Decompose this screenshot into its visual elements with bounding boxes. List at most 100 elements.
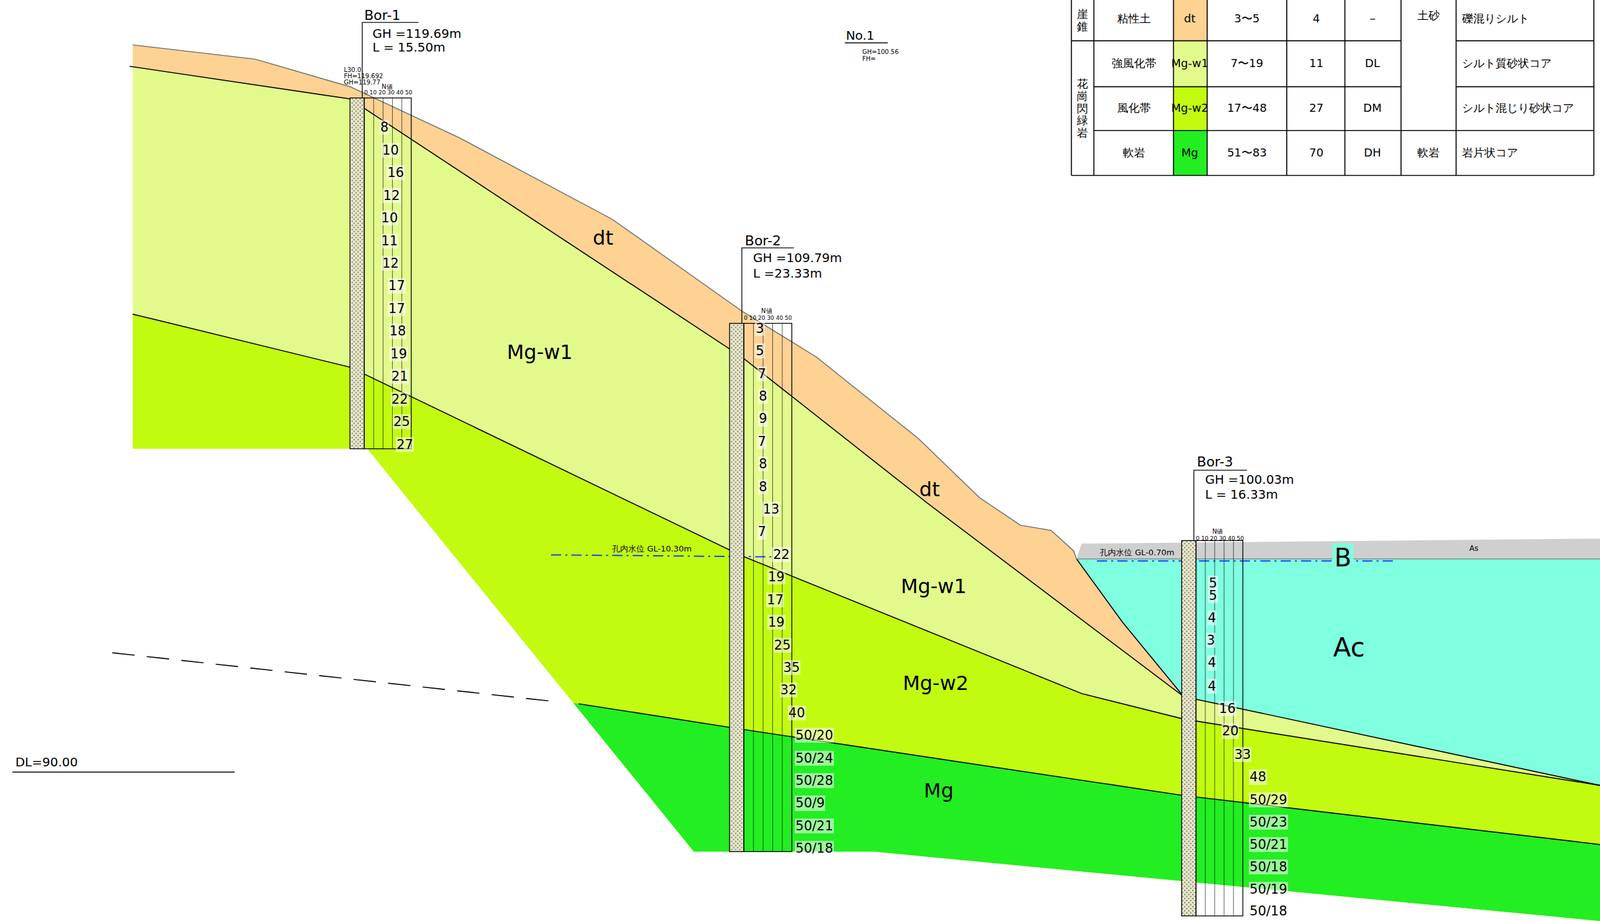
borehole-info: L = 15.50m — [372, 39, 445, 55]
n-value: 8 — [758, 479, 768, 495]
table-lines — [1071, 0, 1594, 176]
table-cell: 岩片状コア — [1462, 146, 1518, 160]
n-value: 21 — [390, 369, 409, 384]
n-value: 8 — [758, 456, 768, 472]
borehole-info: GH =119.69m — [372, 26, 462, 42]
layer-label: B — [1332, 543, 1353, 573]
table-line — [1093, 86, 1401, 88]
n-value: 7 — [757, 434, 767, 450]
n-value: 32 — [779, 682, 798, 698]
boundaries — [12, 42, 1600, 846]
n-value: 25 — [392, 414, 411, 430]
table-cell: Mg-w1 — [1171, 56, 1209, 70]
axis-title: N値 — [381, 83, 393, 91]
n-value: 19 — [389, 346, 408, 362]
table-cell: 7〜19 — [1230, 56, 1264, 70]
layer-label: Mg-w2 — [902, 672, 969, 696]
table-cell: 強風化帯 — [1111, 56, 1157, 70]
table-swatch — [1173, 130, 1208, 176]
axis-title: N値 — [761, 307, 772, 316]
layer-label: As — [1469, 544, 1479, 554]
borehole-name: Bor-3 — [1196, 454, 1233, 470]
n-value: 50/24 — [794, 750, 834, 766]
table-cell: Mg — [1181, 146, 1198, 160]
borehole-info: GH =100.03m — [1204, 472, 1294, 487]
table-cell: 70 — [1309, 146, 1324, 160]
table-line — [1206, 0, 1208, 176]
n-value: 22 — [772, 547, 791, 563]
n-value: 19 — [767, 569, 786, 585]
ground-surface — [132, 44, 1077, 560]
table-cell: シルト質砂状コア — [1462, 56, 1552, 70]
table-cell: 風化帯 — [1117, 101, 1151, 115]
datum-line — [12, 771, 235, 773]
n-value: 10 — [381, 142, 400, 158]
borehole-log — [1181, 540, 1197, 916]
n-value: 50/18 — [794, 841, 834, 857]
axis-scale: 0 10 20 30 40 50 — [1196, 535, 1244, 542]
n-value: 16 — [386, 165, 405, 181]
n-value: 8 — [379, 119, 389, 135]
layer-label: Mg-w1 — [900, 575, 967, 599]
boundary-line — [1076, 559, 1600, 787]
n-value: 27 — [395, 437, 414, 453]
n-value: 16 — [1218, 701, 1237, 717]
tiny-note: GH=100.56 — [862, 48, 900, 56]
table-cell: DH — [1363, 146, 1381, 160]
n-value: 50/21 — [1248, 837, 1289, 853]
n-value: 8 — [758, 388, 768, 404]
table-cell: Mg-w2 — [1171, 101, 1209, 115]
axis-title: N値 — [1212, 528, 1223, 536]
table-line — [1593, 0, 1595, 176]
table-cell: 51〜83 — [1227, 146, 1267, 160]
table-line — [1071, 0, 1073, 176]
tiny-note: FH= — [862, 55, 877, 63]
table-cell: 11 — [1309, 56, 1324, 70]
table-cell: 粘性土 — [1117, 11, 1151, 25]
n-value: 40 — [787, 705, 806, 721]
n-value: 50/19 — [1248, 882, 1289, 898]
n-value: 7 — [757, 524, 767, 540]
legend-table — [1071, 0, 1594, 176]
n-value: 4 — [1207, 610, 1217, 626]
n-value: 50/28 — [794, 773, 834, 789]
borehole-info: L =23.33m — [753, 266, 823, 281]
layer-label: Mg — [923, 779, 954, 803]
table-swatch — [1173, 0, 1208, 42]
boundary-line — [129, 66, 1184, 698]
borehole-info: GH =109.79m — [753, 251, 842, 266]
dashed-line — [112, 653, 557, 703]
tiny-note: GH=119.77 — [343, 78, 381, 87]
table-cell: 17〜48 — [1227, 101, 1267, 115]
n-value: 7 — [757, 366, 767, 382]
drawing-part — [781, 323, 783, 853]
n-value: 4 — [1207, 679, 1217, 695]
axis-scale: 0 10 20 30 40 50 — [364, 89, 412, 96]
table-cell: － — [1366, 11, 1379, 25]
borehole-log — [729, 323, 744, 853]
table-line — [1455, 40, 1594, 42]
layer-label: dt — [919, 478, 941, 502]
table-cell: シルト混じり砂状コア — [1462, 101, 1574, 115]
layer-label: Mg-w1 — [507, 340, 573, 364]
n-value: 50/18 — [1248, 859, 1289, 875]
borehole-log — [349, 98, 365, 450]
table-line — [1344, 0, 1346, 176]
table-cell: 花崗閃緑岩 — [1076, 77, 1088, 140]
table-line — [1093, 129, 1594, 132]
ac-layer — [1076, 559, 1600, 787]
n-value: 10 — [380, 210, 399, 226]
water-level-label: 孔内水位 GL-0.70m — [1099, 548, 1175, 558]
table-cell: 4 — [1312, 11, 1320, 25]
borehole-info: L = 16.33m — [1204, 487, 1278, 503]
table-cell: DL — [1365, 56, 1381, 70]
n-value: 50/9 — [794, 795, 826, 811]
table-cell: 軟岩 — [1122, 146, 1146, 160]
n-value: 50/18 — [1248, 903, 1289, 919]
n-value: 25 — [773, 637, 792, 653]
grid-lines — [373, 98, 1234, 917]
table-line — [1071, 40, 1401, 42]
dt-layer — [129, 44, 1184, 697]
